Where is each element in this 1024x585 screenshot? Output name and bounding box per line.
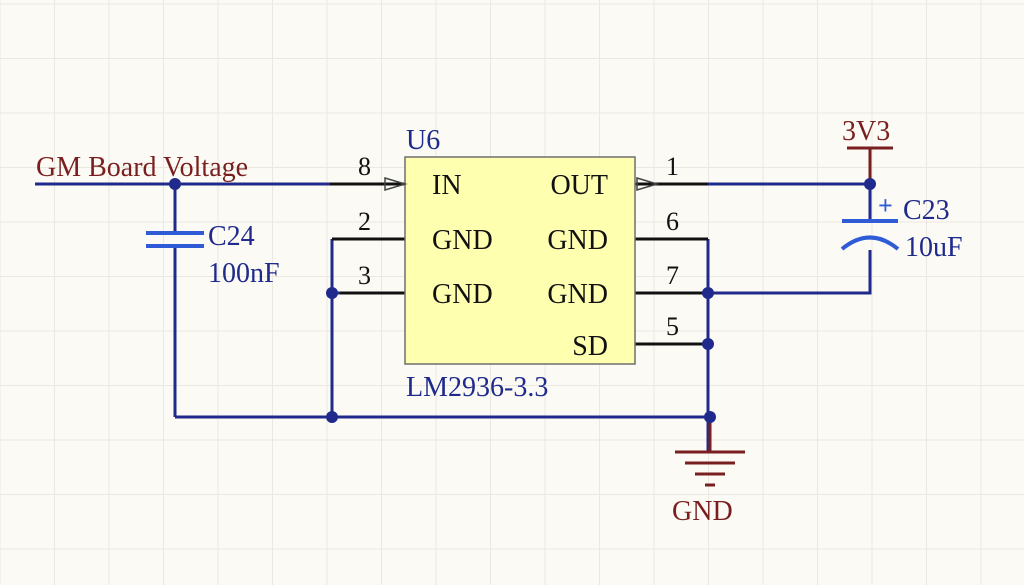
- ic-body[interactable]: [404, 156, 636, 365]
- junction-input-c24[interactable]: [169, 178, 181, 190]
- junction-pin7[interactable]: [702, 287, 714, 299]
- net-label-input[interactable]: GM Board Voltage: [36, 152, 248, 183]
- pin-name-sd: SD: [572, 331, 608, 362]
- capacitor-c24[interactable]: [146, 231, 204, 248]
- pin-number-5: 5: [666, 312, 679, 341]
- ic-part-number: LM2936-3.3: [406, 372, 548, 403]
- pin-name-gnd-3: GND: [432, 279, 493, 310]
- junction-left-bus[interactable]: [326, 411, 338, 423]
- pin-number-8: 8: [358, 152, 371, 181]
- net-label-gnd[interactable]: GND: [672, 496, 733, 527]
- c24-value: 100nF: [208, 258, 280, 289]
- pin-number-1: 1: [666, 152, 679, 181]
- ic-designator: U6: [406, 125, 440, 156]
- wire-c23-gnd[interactable]: [708, 250, 872, 295]
- junction-ground[interactable]: [704, 411, 716, 423]
- net-label-3v3[interactable]: 3V3: [842, 116, 890, 147]
- junction-pin5[interactable]: [702, 338, 714, 350]
- c23-plate-curved: [840, 235, 900, 251]
- pin-name-gnd-7: GND: [547, 279, 608, 310]
- junction-output-c23[interactable]: [864, 178, 876, 190]
- c23-designator: C23: [903, 195, 950, 226]
- pin-number-3: 3: [358, 261, 371, 290]
- pin-name-out: OUT: [550, 170, 608, 201]
- pin-number-7: 7: [666, 261, 679, 290]
- ground-symbol[interactable]: [675, 417, 745, 487]
- c23-polarity-plus-icon: +: [878, 191, 893, 220]
- pin-name-gnd-2: GND: [432, 225, 493, 256]
- capacitor-c23[interactable]: [840, 219, 900, 251]
- input-arrow-icon: [384, 176, 408, 192]
- output-arrow-icon: [636, 176, 660, 192]
- c24-designator: C24: [208, 221, 255, 252]
- pin-name-in: IN: [432, 170, 462, 201]
- junctions: [169, 178, 876, 423]
- junction-pin3[interactable]: [326, 287, 338, 299]
- ic-pins: [330, 182, 708, 346]
- pin-number-2: 2: [358, 207, 371, 236]
- pin-name-gnd-6: GND: [547, 225, 608, 256]
- pin-number-6: 6: [666, 207, 679, 236]
- c23-value: 10uF: [905, 232, 963, 263]
